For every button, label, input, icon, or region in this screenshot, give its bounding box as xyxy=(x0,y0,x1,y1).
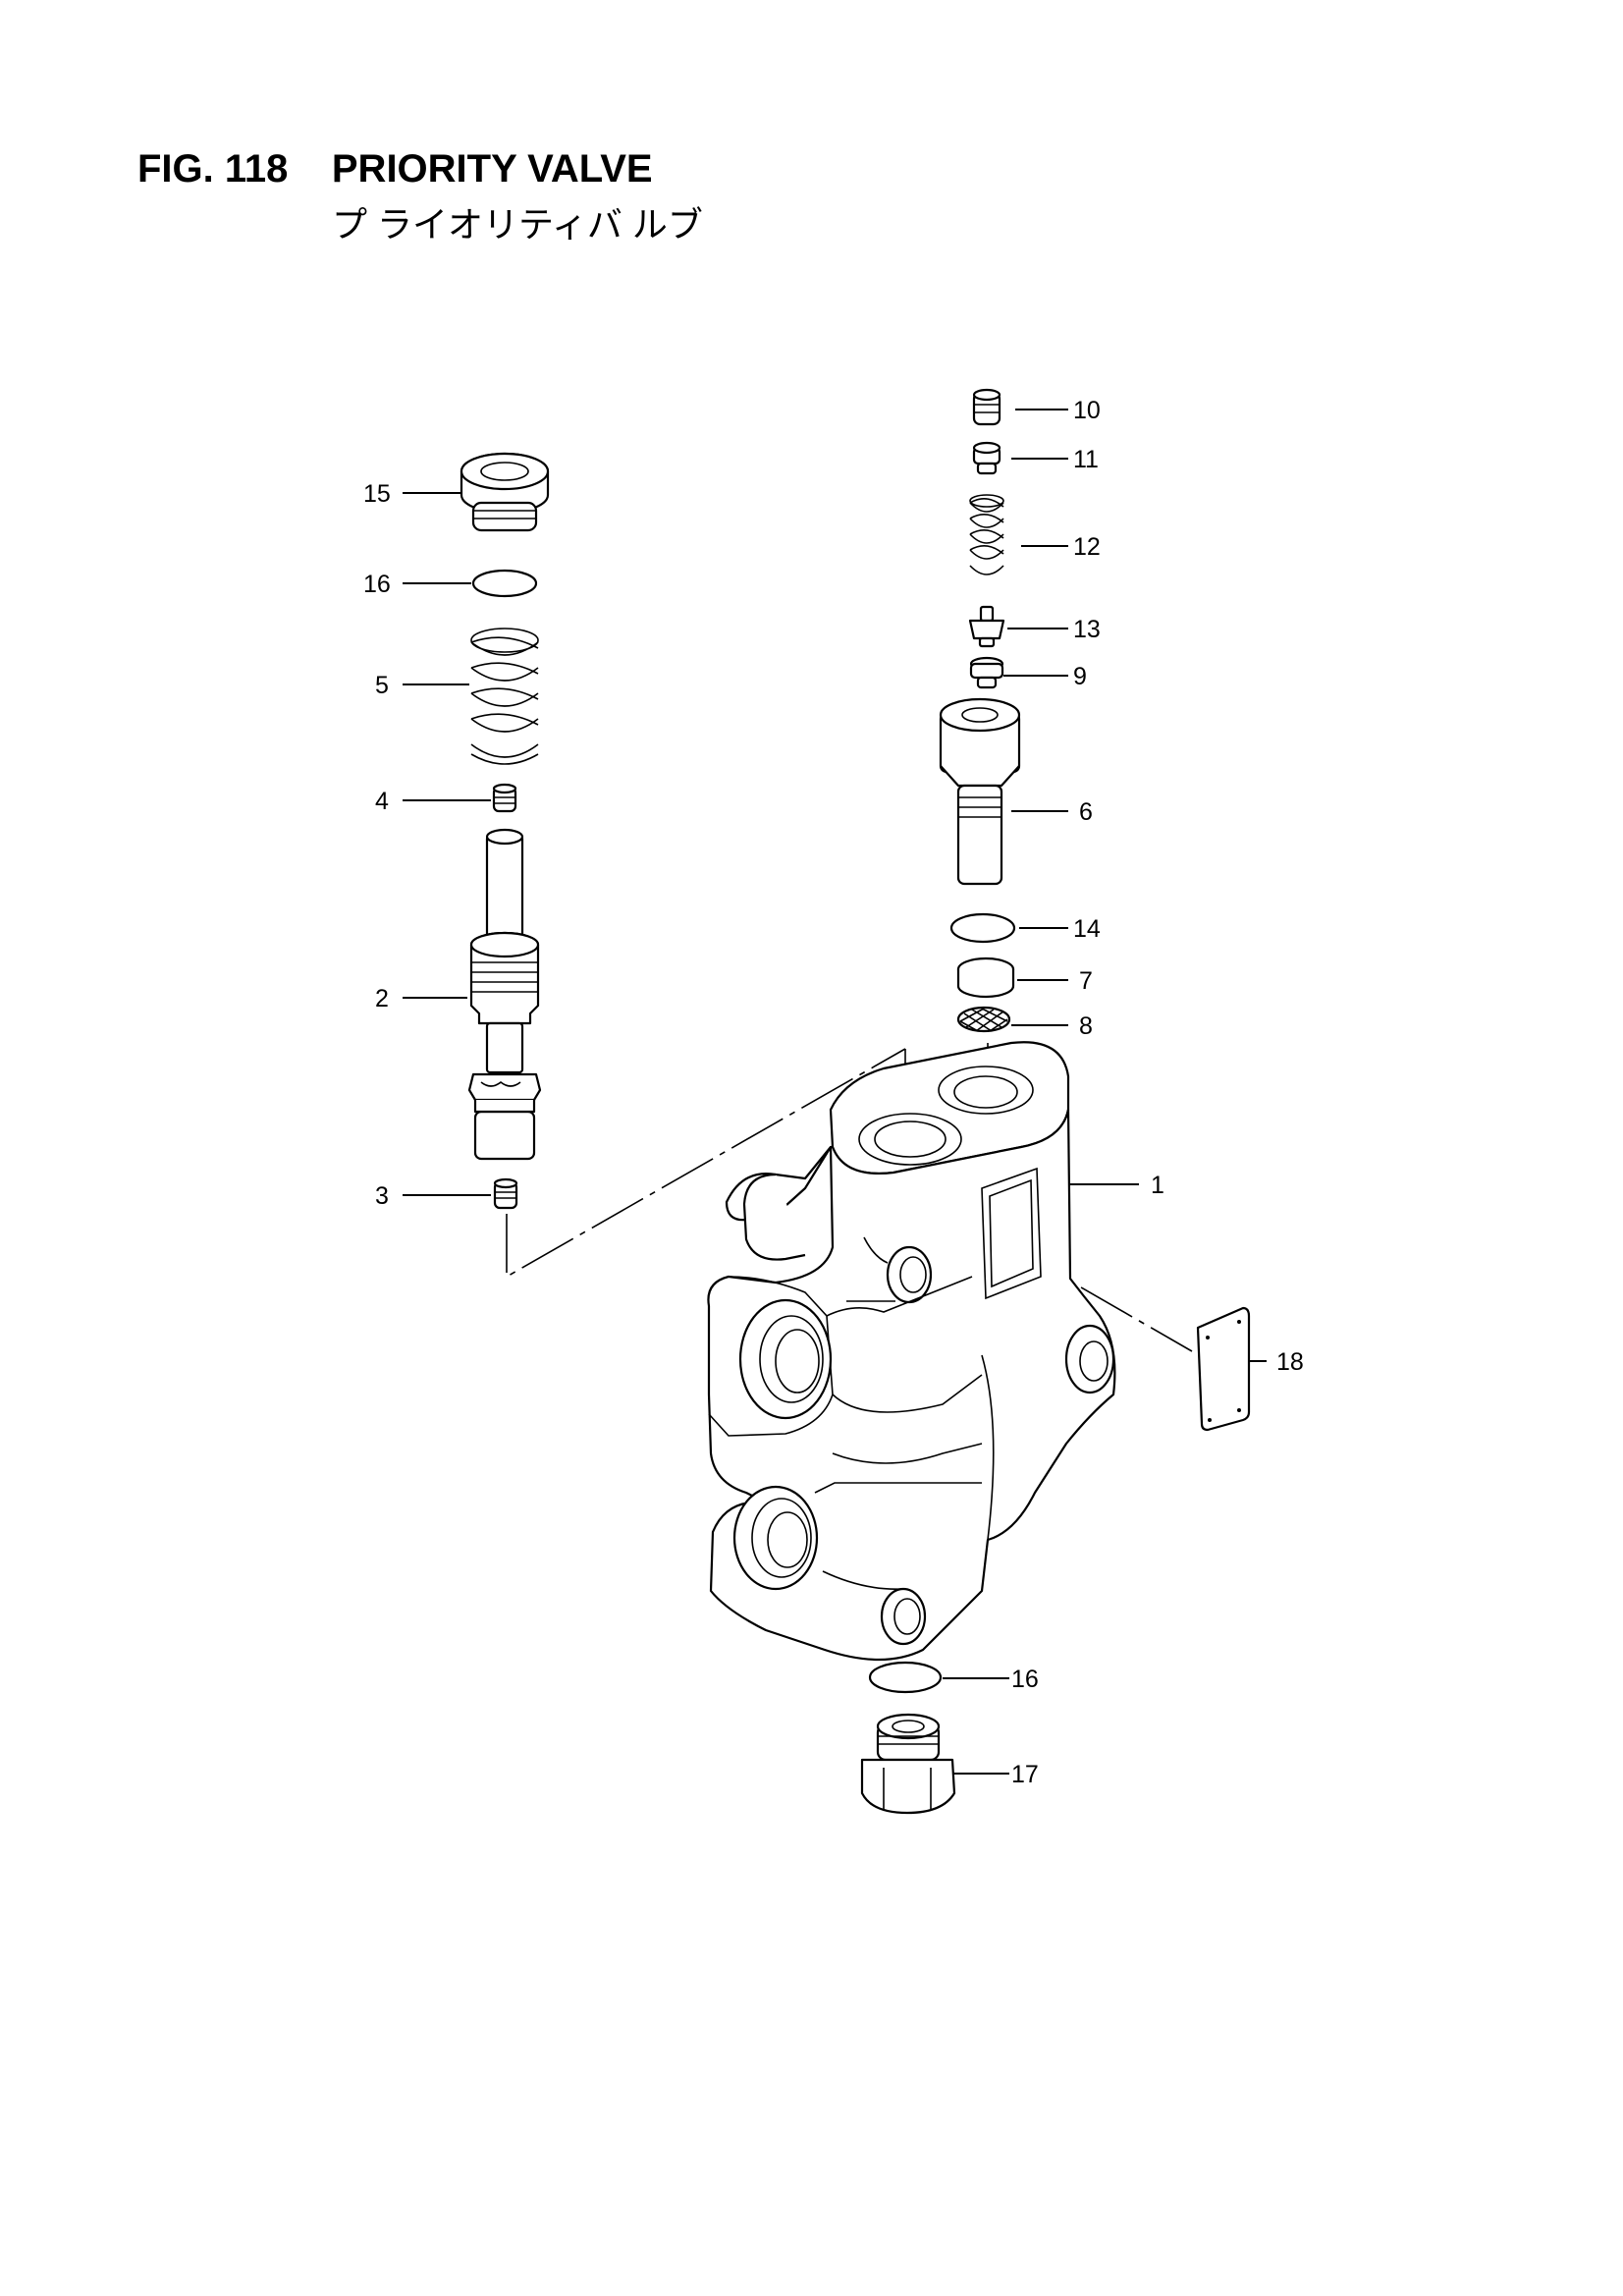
part-6-sleeve xyxy=(939,697,1021,886)
part-11-plug xyxy=(972,441,1001,475)
callout-11: 11 xyxy=(1073,446,1099,473)
callout-15: 15 xyxy=(363,480,391,508)
callout-8: 8 xyxy=(1079,1012,1093,1040)
callout-3: 3 xyxy=(375,1182,389,1210)
part-3-plug xyxy=(493,1177,518,1210)
callout-17: 17 xyxy=(1011,1761,1039,1788)
part-18-nameplate xyxy=(1196,1306,1251,1432)
part-12-spring xyxy=(969,494,1004,575)
callout-13: 13 xyxy=(1073,616,1101,643)
callout-4: 4 xyxy=(375,788,389,815)
part-5-spring xyxy=(470,628,539,765)
callout-18: 18 xyxy=(1276,1348,1304,1376)
figure-subtitle: プ ライオリティバ ルブ xyxy=(332,204,703,245)
part-16-o-ring-top xyxy=(471,569,538,598)
callout-7: 7 xyxy=(1079,967,1093,995)
part-1-valve-body xyxy=(707,1041,1116,1662)
part-15-plug xyxy=(460,452,550,532)
callout-12: 12 xyxy=(1073,533,1101,561)
callout-9: 9 xyxy=(1073,663,1087,690)
part-14-o-ring xyxy=(949,912,1016,944)
part-17-plug xyxy=(860,1713,956,1815)
part-10-cap xyxy=(972,388,1001,426)
leader-lines xyxy=(403,409,1267,1775)
callout-16-bottom: 16 xyxy=(1011,1666,1039,1693)
part-2-spool xyxy=(467,828,542,1161)
callout-1: 1 xyxy=(1151,1172,1164,1199)
part-8-filter xyxy=(956,1006,1011,1033)
callout-10: 10 xyxy=(1073,397,1101,424)
figure-title: FIG. 118 PRIORITY VALVE xyxy=(137,147,653,191)
callout-14: 14 xyxy=(1073,915,1101,943)
part-9-seat xyxy=(969,656,1004,689)
callout-5: 5 xyxy=(375,672,389,699)
part-4-plug xyxy=(492,783,517,813)
part-16-o-ring-bottom xyxy=(868,1661,943,1694)
callout-16-top: 16 xyxy=(363,571,391,598)
callout-labels: 10 11 12 13 9 6 14 7 8 1 18 15 16 5 4 2 … xyxy=(363,397,1304,1788)
callout-2: 2 xyxy=(375,985,389,1012)
part-13-poppet xyxy=(968,605,1005,648)
part-7-ring xyxy=(956,957,1015,999)
callout-6: 6 xyxy=(1079,798,1093,826)
